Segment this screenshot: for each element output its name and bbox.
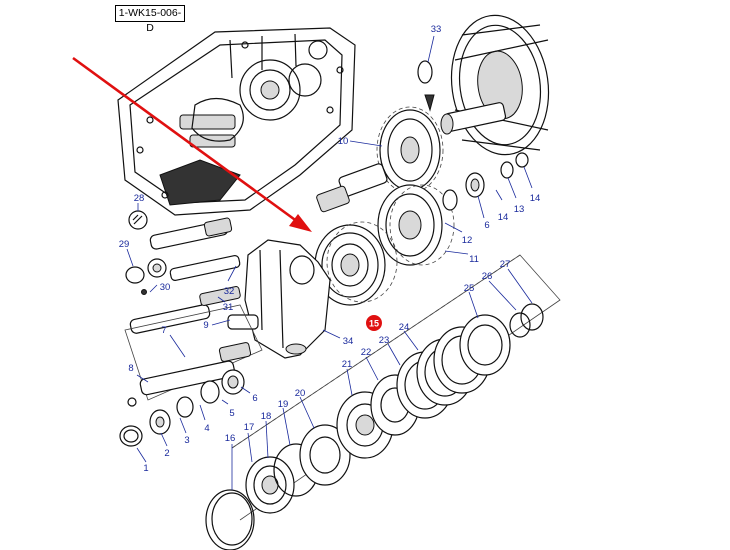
callout-14b: 14: [523, 166, 541, 204]
callout-5: 5: [221, 399, 235, 419]
callout-16: 16: [225, 433, 236, 490]
callout-33: 33: [427, 24, 442, 63]
label-9: 9: [203, 320, 208, 331]
callout-12: 12: [444, 222, 473, 246]
callout-25: 25: [464, 283, 479, 319]
label-22: 22: [361, 347, 372, 358]
label-16: 16: [225, 433, 236, 444]
callout-3: 3: [179, 417, 190, 446]
label-3: 3: [184, 435, 189, 446]
label-10: 10: [338, 136, 349, 147]
pointer-arrow: [72, 56, 312, 232]
callout-17: 17: [244, 422, 255, 463]
label-6b: 6: [484, 220, 489, 231]
output-shaft-parts: [119, 304, 263, 447]
label-21: 21: [342, 359, 353, 370]
label-25: 25: [464, 283, 475, 294]
callout-20: 20: [295, 388, 315, 429]
callout-9: 9: [203, 319, 231, 331]
callout-4: 4: [199, 404, 210, 434]
label-8: 8: [128, 363, 133, 374]
callout-7: 7: [161, 325, 186, 358]
label-1: 1: [143, 463, 148, 474]
label-17: 17: [244, 422, 255, 433]
label-30: 30: [160, 282, 171, 293]
label-5: 5: [229, 408, 234, 419]
label-23: 23: [379, 335, 390, 346]
callout-22: 22: [361, 347, 379, 381]
callout-30: 30: [149, 282, 171, 293]
bevel-ring-gear: [417, 14, 550, 156]
callout-23: 23: [379, 335, 401, 366]
input-shafts: [125, 210, 241, 334]
diagram-code: 1-WK15-006-D: [115, 5, 185, 34]
label-11: 11: [469, 254, 479, 265]
label-4: 4: [204, 423, 209, 434]
callout-6b: 6: [477, 195, 490, 231]
label-27: 27: [500, 259, 511, 270]
callout-1: 1: [136, 447, 149, 474]
label-2: 2: [164, 448, 169, 459]
callout-29: 29: [119, 239, 134, 267]
label-32: 32: [224, 286, 235, 297]
callout-19: 19: [278, 399, 291, 446]
callout-14a: 14: [495, 189, 509, 223]
label-6a: 6: [252, 393, 257, 404]
callout-labels: 1 2 3 4 5 6 6 7 8 9 10 11 12 13 14 14 16…: [119, 24, 541, 490]
highlight-label: 15: [369, 319, 379, 329]
label-31: 31: [223, 302, 234, 313]
label-28: 28: [134, 193, 145, 204]
label-14b: 14: [530, 193, 541, 204]
callout-18: 18: [261, 411, 272, 459]
callout-31: 31: [217, 296, 234, 313]
label-14a: 14: [498, 212, 509, 223]
callout-10: 10: [338, 136, 383, 147]
callout-34: 34: [322, 329, 354, 347]
label-26: 26: [482, 271, 493, 282]
pto-housing: [227, 239, 331, 359]
clutch-assembly: [314, 221, 398, 306]
label-29: 29: [119, 239, 130, 250]
callout-21: 21: [342, 359, 353, 396]
callout-28: 28: [134, 193, 145, 211]
label-19: 19: [278, 399, 289, 410]
label-34: 34: [343, 336, 354, 347]
callout-32: 32: [224, 265, 237, 297]
drive-sprocket: [316, 106, 444, 213]
clutch-plate-stack: [205, 254, 561, 550]
callout-2: 2: [160, 432, 170, 459]
label-7: 7: [161, 325, 166, 336]
highlight-marker-15: 15: [366, 315, 382, 331]
callout-26: 26: [482, 271, 517, 311]
callout-8: 8: [128, 363, 149, 383]
label-33: 33: [431, 24, 442, 35]
label-13: 13: [514, 204, 525, 215]
callout-6a: 6: [240, 386, 258, 404]
gearbox-housing: [117, 27, 356, 216]
label-18: 18: [261, 411, 272, 422]
callout-11: 11: [444, 250, 479, 265]
label-12: 12: [462, 235, 473, 246]
label-24: 24: [399, 322, 410, 333]
label-20: 20: [295, 388, 306, 399]
callout-13: 13: [507, 177, 525, 215]
callout-27: 27: [500, 259, 533, 304]
callout-24: 24: [399, 322, 419, 351]
